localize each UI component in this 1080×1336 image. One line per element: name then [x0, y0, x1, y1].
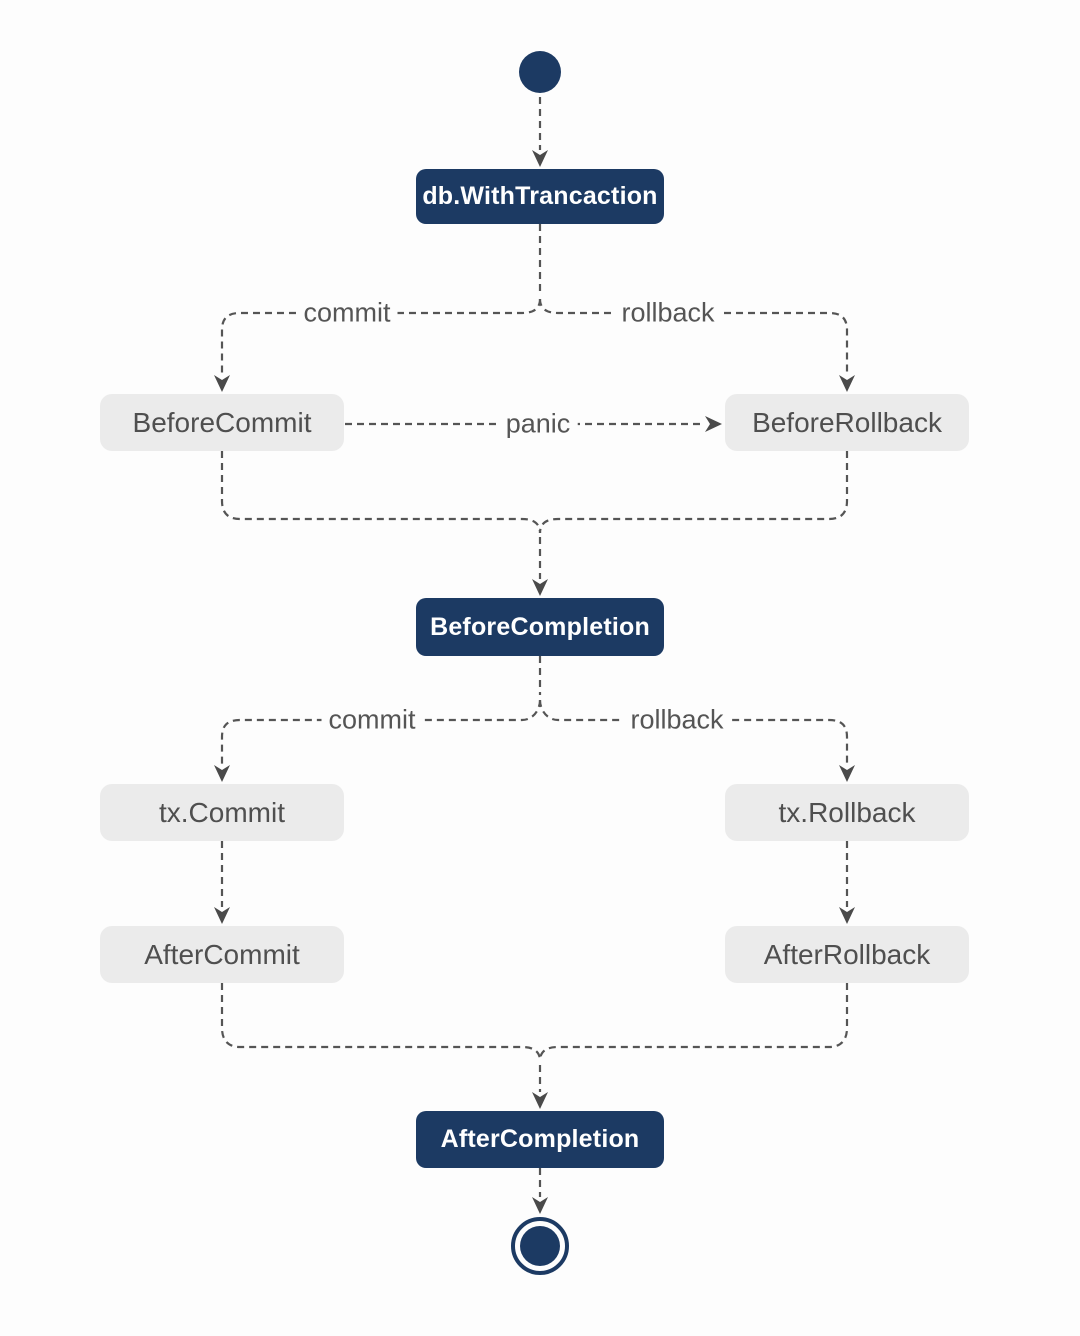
- node-after-rollback: AfterRollback: [725, 926, 969, 983]
- node-tx-rollback: tx.Rollback: [725, 784, 969, 841]
- node-db-with-trancaction: db.WithTrancaction: [416, 169, 664, 224]
- node-before-rollback: BeforeRollback: [725, 394, 969, 451]
- node-after-completion: AfterCompletion: [416, 1111, 664, 1168]
- arrowhead-down-icon: [532, 1197, 548, 1214]
- node-before-commit: BeforeCommit: [100, 394, 344, 451]
- edge-split1-rollback: [538, 298, 849, 375]
- arrowhead-down-icon: [839, 765, 855, 782]
- arrowhead-down-icon: [532, 579, 548, 596]
- arrowhead-down-icon: [532, 1092, 548, 1109]
- arrowhead-down-icon: [214, 907, 230, 924]
- arrowhead-down-icon: [214, 375, 230, 392]
- arrowhead-down-icon: [214, 765, 230, 782]
- edge-converge2-right: [538, 983, 849, 1062]
- arrowhead-right-icon: [705, 416, 722, 432]
- edge-converge1-left: [220, 451, 542, 534]
- edge-label-rollback-2: rollback: [623, 704, 731, 736]
- edge-label-commit-2: commit: [321, 704, 423, 736]
- edge-label-rollback-1: rollback: [614, 297, 722, 329]
- node-tx-commit: tx.Commit: [100, 784, 344, 841]
- edge-split2-rollback: [538, 699, 849, 765]
- arrowhead-down-icon: [839, 907, 855, 924]
- start-node: [519, 51, 561, 93]
- edge-converge2-left: [220, 983, 542, 1062]
- node-after-commit: AfterCommit: [100, 926, 344, 983]
- edge-split1-commit: [220, 298, 542, 375]
- node-before-completion: BeforeCompletion: [416, 598, 664, 656]
- end-node-inner-dot: [520, 1226, 560, 1266]
- arrowhead-down-icon: [839, 375, 855, 392]
- end-node: [511, 1217, 569, 1275]
- edge-converge1-right: [538, 451, 849, 534]
- arrowhead-down-icon: [532, 150, 548, 167]
- edge-label-panic: panic: [498, 408, 578, 440]
- edge-label-commit-1: commit: [296, 297, 398, 329]
